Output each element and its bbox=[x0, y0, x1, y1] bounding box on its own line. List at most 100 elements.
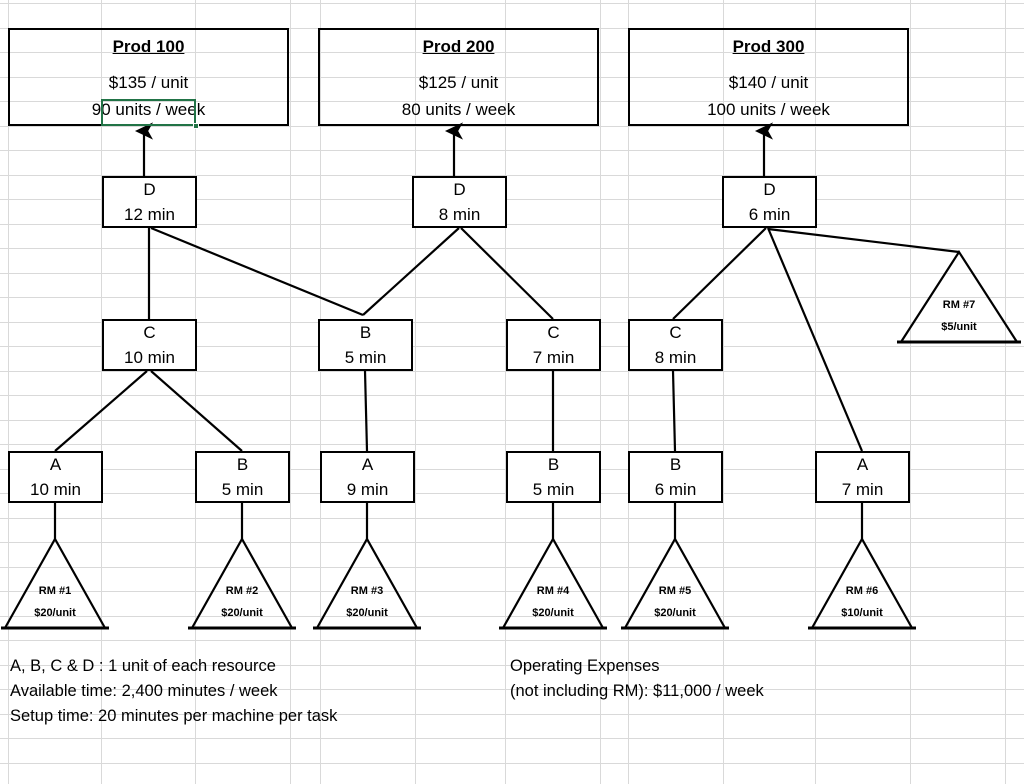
op-c-10-time: 10 min bbox=[123, 347, 176, 367]
op-d-8-time: 8 min bbox=[438, 204, 481, 224]
op-a-7-time: 7 min bbox=[841, 479, 884, 499]
operation-node-op-d-6: D 6 min bbox=[722, 176, 817, 228]
prod-300-price: $140 / unit bbox=[728, 73, 809, 92]
prod-200-price: $125 / unit bbox=[418, 73, 499, 92]
gridline-column-6 bbox=[505, 0, 506, 784]
gridline-row-27 bbox=[0, 665, 1024, 666]
rm-3-triangle bbox=[316, 536, 418, 629]
gridline-row-8 bbox=[0, 199, 1024, 200]
gridline-column-12 bbox=[1005, 0, 1006, 784]
prod-200-title: Prod 200 bbox=[422, 37, 495, 56]
op-b-6-resource: B bbox=[669, 454, 682, 474]
op-d-6-time: 6 min bbox=[748, 204, 791, 224]
rm-7-cost: $5/unit bbox=[941, 321, 977, 333]
line-a9-to-b5a bbox=[363, 370, 369, 452]
op-d-6-resource: D bbox=[763, 179, 776, 199]
gridline-column-7 bbox=[600, 0, 601, 784]
gridline-row-6 bbox=[0, 150, 1024, 151]
gridline-column-4 bbox=[320, 0, 321, 784]
op-a-7-resource: A bbox=[856, 454, 869, 474]
rm-4-cost: $20/unit bbox=[532, 607, 574, 619]
rm-3-cost: $20/unit bbox=[346, 607, 388, 619]
gridline-row-31 bbox=[0, 763, 1024, 764]
rm-7-name: RM #7 bbox=[942, 299, 976, 311]
line-b6-to-c8 bbox=[671, 370, 677, 452]
gridline-column-0 bbox=[8, 0, 9, 784]
gridline-row-15 bbox=[0, 371, 1024, 372]
rm-1-name: RM #1 bbox=[38, 585, 72, 597]
gridline-column-1 bbox=[101, 0, 102, 784]
op-a-10-time: 10 min bbox=[29, 479, 82, 499]
op-a-9-time: 9 min bbox=[346, 479, 389, 499]
rm-4-triangle bbox=[502, 536, 604, 629]
note-opex-title: Operating Expenses bbox=[510, 657, 660, 675]
line-a7-to-d6 bbox=[766, 227, 864, 452]
rm-2-name: RM #2 bbox=[225, 585, 259, 597]
line-b5a-to-d8 bbox=[362, 227, 460, 316]
note-opex-value: (not including RM): $11,000 / week bbox=[510, 682, 764, 700]
rm-1-triangle bbox=[4, 536, 106, 629]
rm-5-cost: $20/unit bbox=[654, 607, 696, 619]
operation-node-op-d-8: D 8 min bbox=[412, 176, 507, 228]
gridline-column-2 bbox=[195, 0, 196, 784]
rm-6-triangle bbox=[811, 536, 913, 629]
prod-200-demand: 80 units / week bbox=[401, 100, 516, 119]
rm-5-triangle bbox=[624, 536, 726, 629]
selection-fill-handle[interactable] bbox=[193, 123, 199, 129]
prod-300-demand: 100 units / week bbox=[707, 100, 830, 119]
rm-6-label-group: RM #6$10/unit bbox=[802, 580, 922, 624]
operation-node-op-a-10: A 10 min bbox=[8, 451, 103, 503]
rm-1-label-group: RM #1$20/unit bbox=[0, 580, 115, 624]
rm-7-label-group: RM #7 $5/unit bbox=[899, 294, 1019, 338]
rm-3-label-group: RM #3$20/unit bbox=[307, 580, 427, 624]
rm-4-name: RM #4 bbox=[536, 585, 570, 597]
op-a-10-resource: A bbox=[49, 454, 62, 474]
gridline-row-17 bbox=[0, 420, 1024, 421]
op-c-7-time: 7 min bbox=[532, 347, 575, 367]
op-c-8-time: 8 min bbox=[654, 347, 697, 367]
line-c7-to-d8 bbox=[460, 227, 554, 320]
op-d-8-resource: D bbox=[453, 179, 466, 199]
gridline-row-3 bbox=[0, 77, 1024, 78]
gridline-row-25 bbox=[0, 616, 1024, 617]
note-setup-time: Setup time: 20 minutes per machine per t… bbox=[10, 707, 338, 725]
rm-6-cost: $10/unit bbox=[841, 607, 883, 619]
note-resources: A, B, C & D : 1 unit of each resource bbox=[10, 657, 276, 675]
operation-node-op-a-9: A 9 min bbox=[320, 451, 415, 503]
gridline-row-23 bbox=[0, 567, 1024, 568]
gridline-column-11 bbox=[910, 0, 911, 784]
gridline-row-26 bbox=[0, 640, 1024, 641]
gridline-row-30 bbox=[0, 738, 1024, 739]
gridline-row-2 bbox=[0, 52, 1024, 53]
op-b-5b-resource: B bbox=[236, 454, 249, 474]
gridline-row-0 bbox=[0, 3, 1024, 4]
rm-2-triangle bbox=[191, 536, 293, 629]
gridline-row-29 bbox=[0, 714, 1024, 715]
op-c-7-resource: C bbox=[547, 322, 560, 342]
selected-cell-outline[interactable] bbox=[101, 99, 196, 126]
rm-2-label-group: RM #2$20/unit bbox=[182, 580, 302, 624]
line-c8-to-d6 bbox=[672, 227, 767, 320]
gridline-column-5 bbox=[415, 0, 416, 784]
gridline-column-10 bbox=[815, 0, 816, 784]
gridline-row-10 bbox=[0, 248, 1024, 249]
operation-node-op-b-5b: B 5 min bbox=[195, 451, 290, 503]
rm-7-triangle bbox=[900, 249, 1018, 343]
prod-100-demand: 90 units / week bbox=[91, 100, 206, 119]
note-available-time: Available time: 2,400 minutes / week bbox=[10, 682, 278, 700]
gridline-column-8 bbox=[628, 0, 629, 784]
gridline-row-4 bbox=[0, 101, 1024, 102]
gridline-row-11 bbox=[0, 273, 1024, 274]
op-a-9-resource: A bbox=[361, 454, 374, 474]
op-b-5c-time: 5 min bbox=[532, 479, 575, 499]
gridline-row-9 bbox=[0, 224, 1024, 225]
rm-4-label-group: RM #4 $20/unit bbox=[493, 580, 613, 624]
op-b-5b-time: 5 min bbox=[221, 479, 264, 499]
